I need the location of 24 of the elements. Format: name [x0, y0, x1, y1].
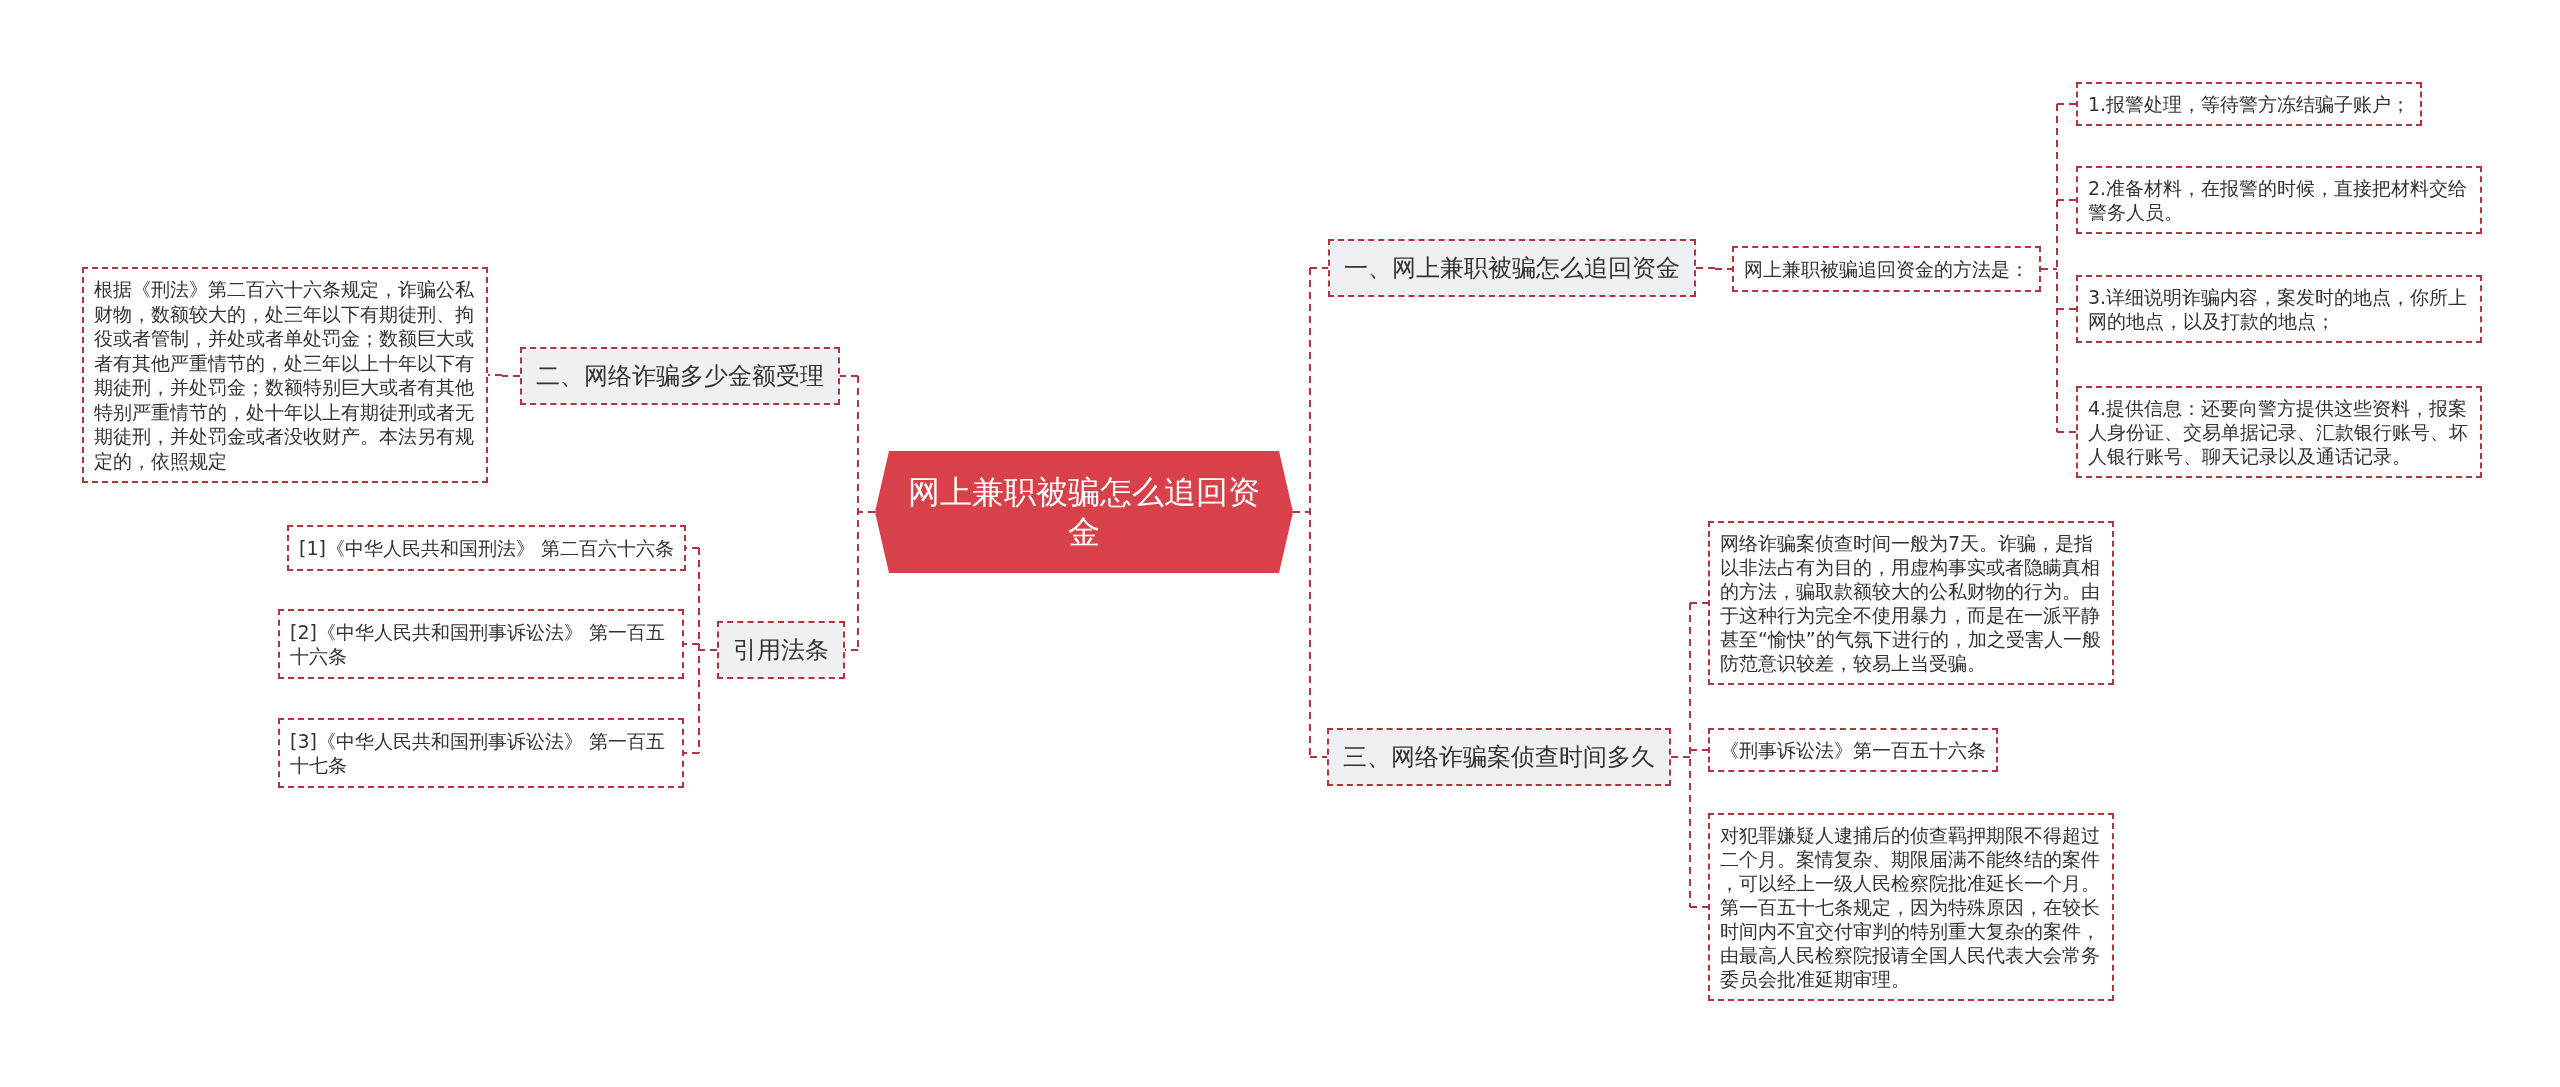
text-box: 1.报警处理，等待警方冻结骗子账户； — [2076, 82, 2423, 126]
text-box: 《刑事诉讼法》第一百五十六条 — [1708, 728, 1998, 772]
text-box: 根据《刑法》第二百六十六条规定，诈骗公私财物，数额较大的，处三年以下有期徒刑、拘役或者管制，并处或者单处罚金；数额巨大或者有其他严重情节的，处三年以上十年以下有期徒刑，并处罚金；数额特别巨大或者有其他特别严重情节的，处十年以上有期徒刑或者无期徒刑，并处罚金或者没收财产。本法另有规定的，依照规定 — [82, 267, 488, 483]
text-box: 网上兼职被骗追回资金的方法是： — [1732, 246, 2041, 292]
topic-box: 一、网上兼职被骗怎么追回资金 — [1328, 239, 1696, 297]
connector-line — [683, 547, 718, 754]
connector-line — [1292, 267, 1329, 758]
topic-box: 引用法条 — [717, 621, 845, 679]
text-box: 网络诈骗案侦查时间一般为7天。诈骗，是指以非法占有为目的，用虚构事实或者隐瞒真相的方法，骗取款额较大的公私财物的行为。由于这种行为完全不使用暴力，而是在一派平静甚至“愉快”的气氛下进行的，加之受害人一般防范意识较差，较易上当受骗。 — [1708, 521, 2114, 685]
text-box: 4.提供信息：还要向警方提供这些资料，报案人身份证、交易单据记录、汇款银行账号、坏人银行账号、聊天记录以及通话记录。 — [2076, 386, 2482, 478]
text-box: [2]《中华人民共和国刑事诉讼法》 第一百五十六条 — [278, 609, 684, 679]
text-box: [3]《中华人民共和国刑事诉讼法》 第一百五十七条 — [278, 718, 684, 788]
connector-line — [487, 374, 521, 377]
text-box: 对犯罪嫌疑人逮捕后的侦查羁押期限不得超过二个月。案情复杂、期限届满不能终结的案件，可以经上一级人民检察院批准延长一个月。第一百五十七条规定，因为特殊原因，在较长时间内不宜交付审判的特别重大复杂的案件，由最高人民检察院报请全国人民代表大会常务委员会批准延期审理。 — [1708, 813, 2114, 1001]
text-box: 2.准备材料，在报警的时候，直接把材料交给警务人员。 — [2076, 166, 2482, 234]
hexagon-node: 网上兼职被骗怎么追回资金 — [875, 451, 1293, 573]
text-box: 3.详细说明诈骗内容，案发时的地点，你所上网的地点，以及打款的地点； — [2076, 275, 2482, 343]
text-box: [1]《中华人民共和国刑法》 第二百六十六条 — [287, 525, 686, 571]
connector-line — [839, 375, 876, 651]
connector-line — [1670, 602, 1709, 908]
topic-box: 二、网络诈骗多少金额受理 — [520, 347, 840, 405]
topic-box: 三、网络诈骗案侦查时间多久 — [1327, 728, 1671, 786]
connector-line — [2040, 103, 2077, 433]
connector-line — [1695, 267, 1733, 270]
